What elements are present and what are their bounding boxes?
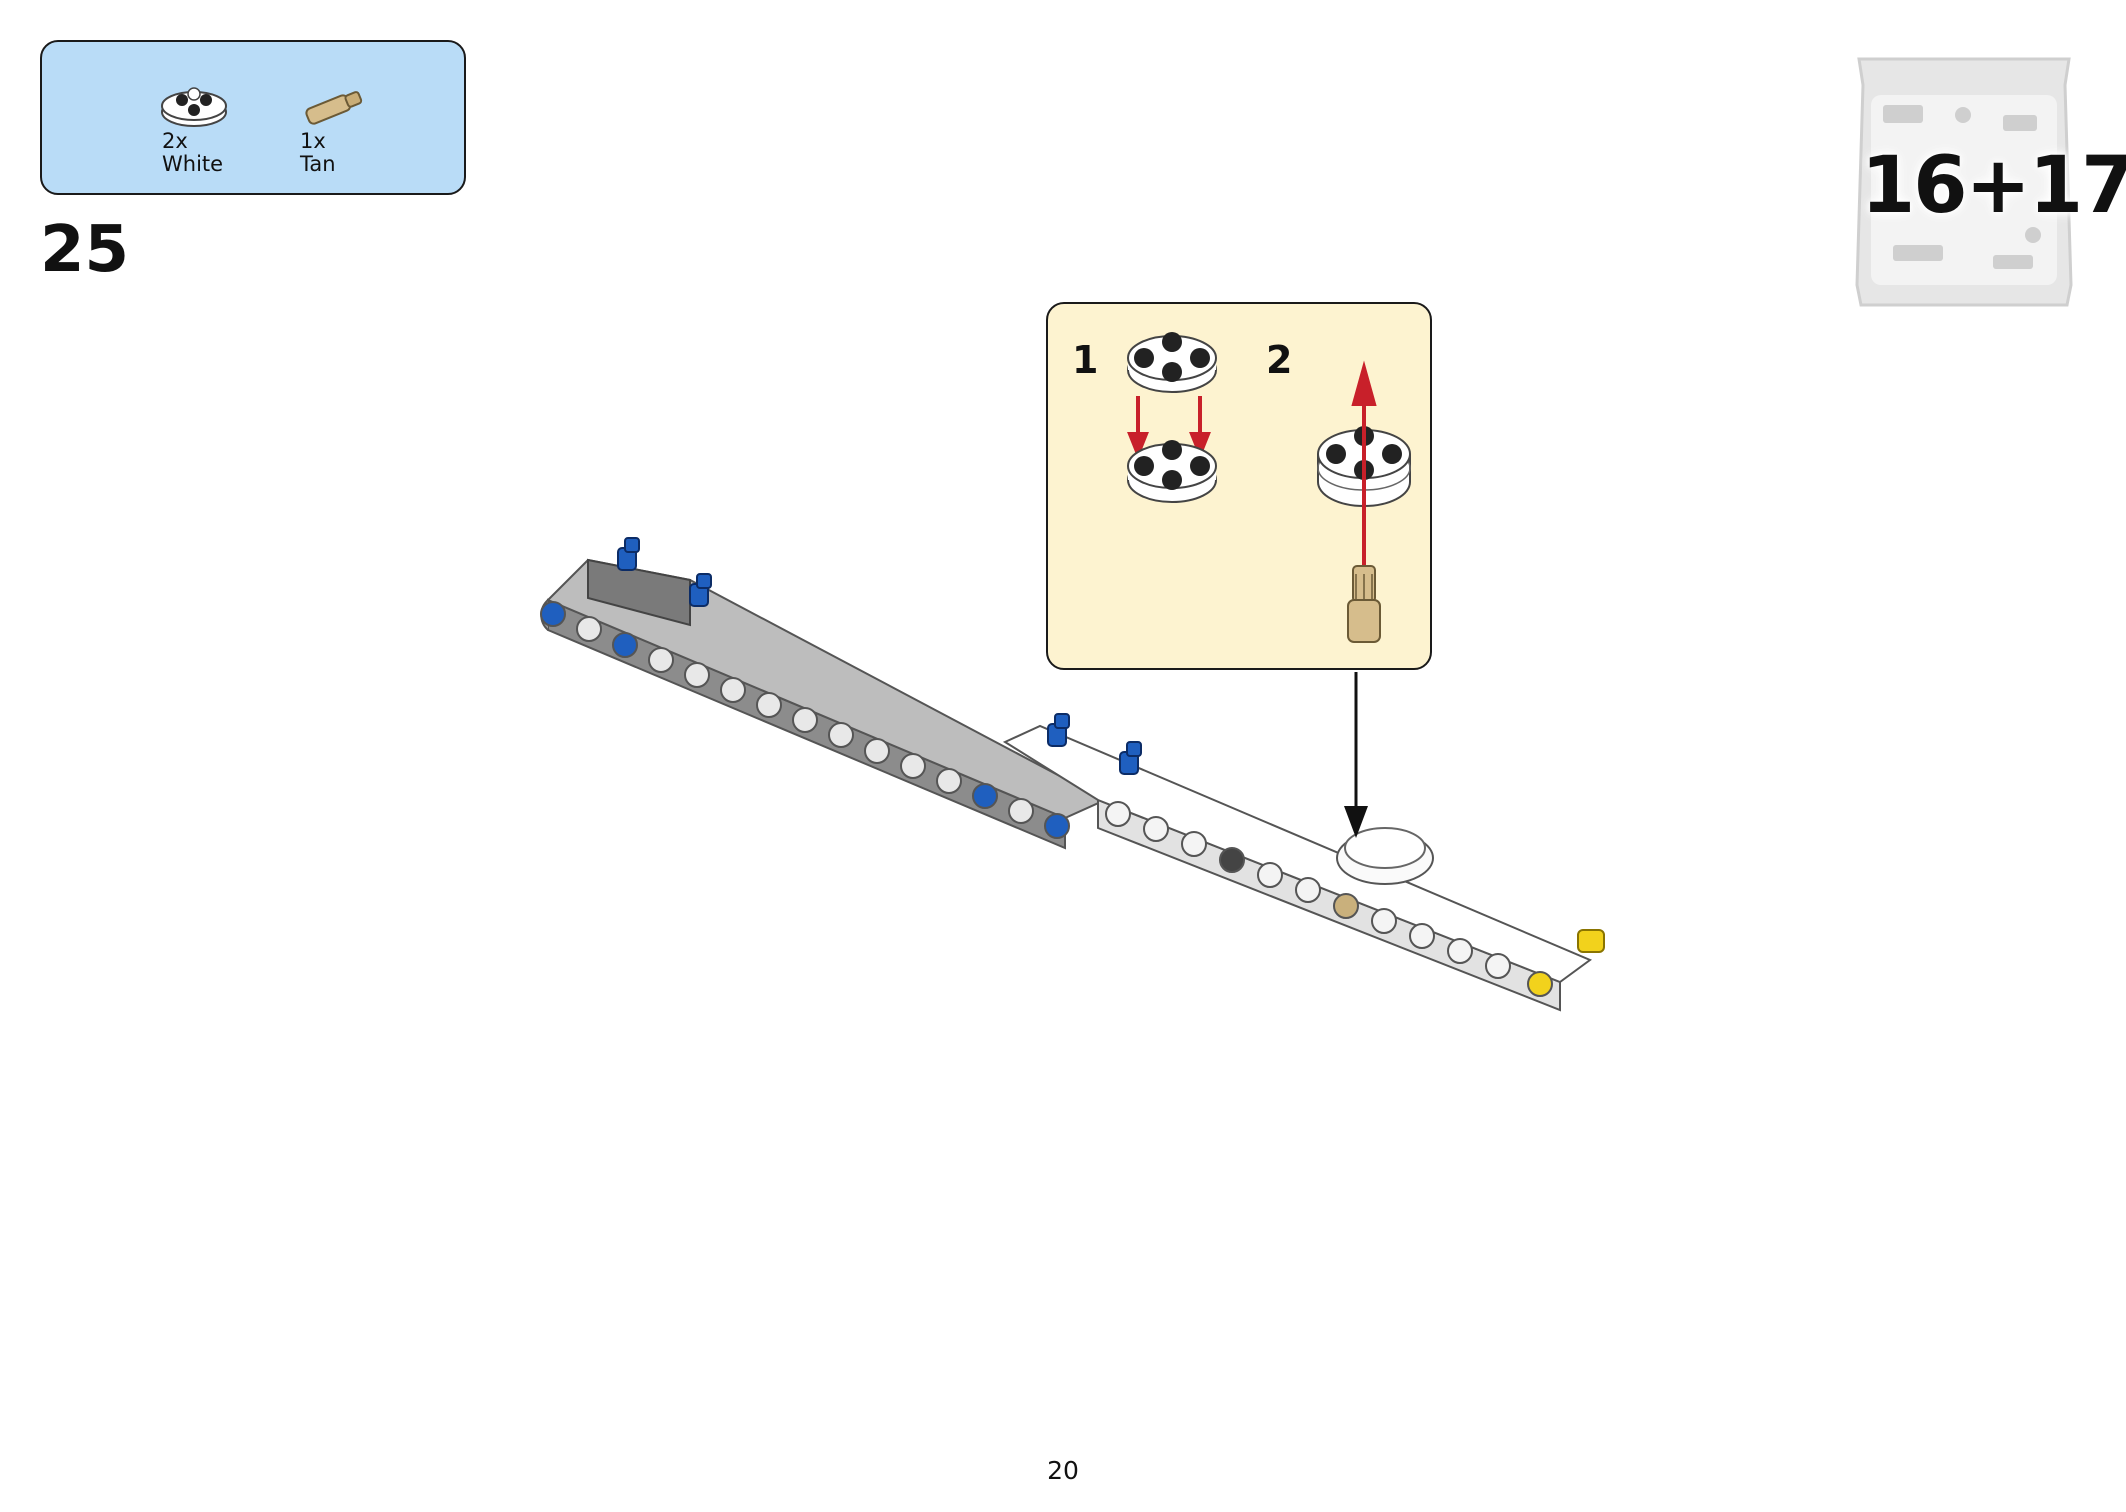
bag-number: 16+17 bbox=[1861, 141, 2126, 231]
parts-list-item: 2x White bbox=[154, 82, 274, 176]
tan-axle-pin bbox=[1347, 565, 1381, 643]
attached-round-plate bbox=[1336, 827, 1434, 885]
part-color: White bbox=[162, 152, 224, 176]
part-quantity: 1x bbox=[300, 129, 326, 153]
part-color: Tan bbox=[300, 152, 336, 176]
gray-beam bbox=[540, 537, 1108, 850]
parts-list-item: 1x Tan bbox=[292, 82, 412, 176]
parts-bag: 16+17 bbox=[1853, 55, 2126, 308]
page-number: 20 bbox=[1047, 1456, 1079, 1485]
white-beam bbox=[1002, 713, 1605, 1012]
parts-list-box: 2x White 1x Tan bbox=[40, 40, 466, 195]
sub-step-number: 1 bbox=[1072, 338, 1099, 382]
parts-bag-icon bbox=[1855, 57, 2073, 307]
axle-pin-icon bbox=[305, 91, 363, 125]
round-plate-top bbox=[1127, 332, 1217, 393]
step-number: 25 bbox=[40, 213, 130, 287]
part-quantity: 2x bbox=[162, 129, 188, 153]
callout-illustration bbox=[1127, 332, 1411, 643]
sub-step-number: 2 bbox=[1266, 338, 1293, 382]
sub-assembly-callout: 1 2 bbox=[1046, 302, 1432, 670]
round-plate-bottom bbox=[1127, 440, 1217, 503]
round-plate-2x2-icon bbox=[161, 87, 227, 127]
